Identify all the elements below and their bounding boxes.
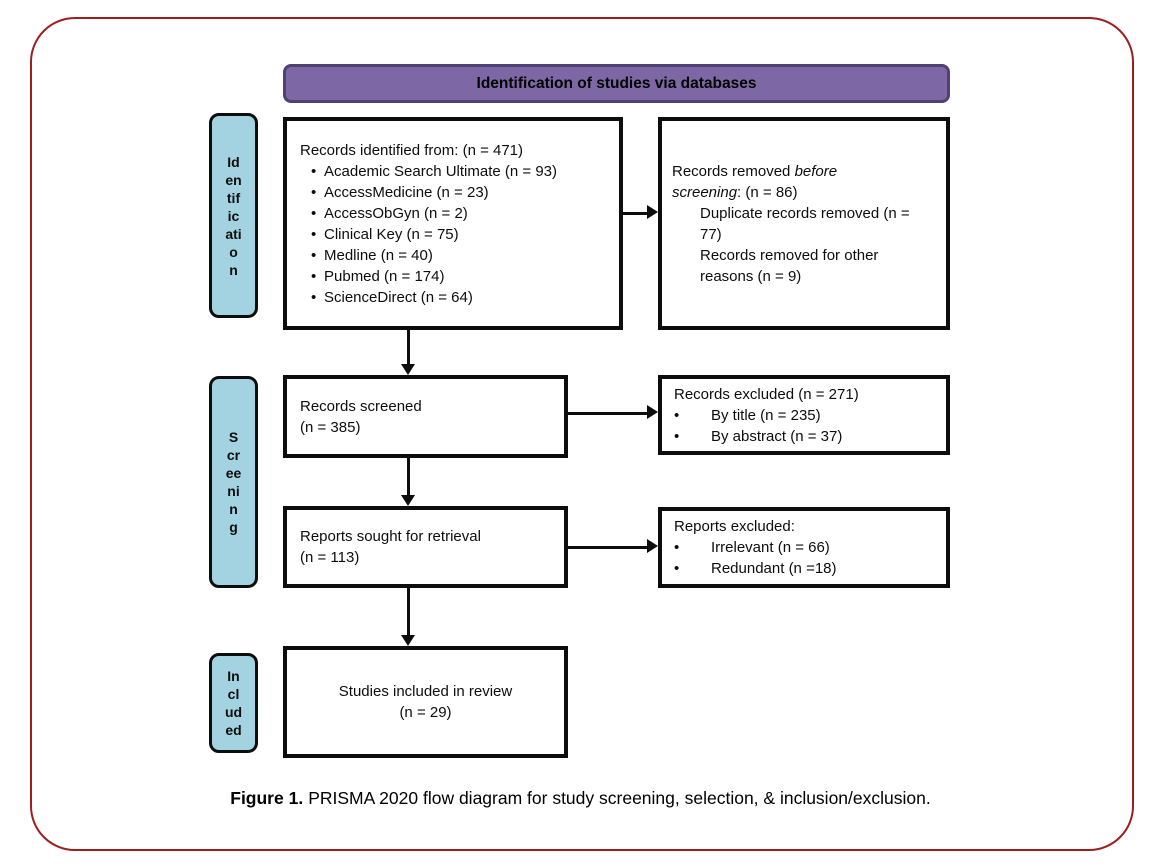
database-source-item: AccessMedicine (n = 23) xyxy=(300,182,557,203)
stage-letter-group: o xyxy=(229,243,238,260)
stage-label-included: In cl ud ed xyxy=(209,653,258,753)
box-title: Records identified from: (n = 471) xyxy=(300,141,524,159)
database-source-item: Medline (n = 40) xyxy=(300,245,557,266)
arrow-sought-to-reports-excluded-line xyxy=(568,546,648,549)
box-title: Records excluded (n = 271) xyxy=(674,385,859,403)
box-title: Reports excluded: xyxy=(674,518,795,535)
exclusion-reason-item: By abstract (n = 37) xyxy=(674,426,842,447)
box-text-line: (n = 29) xyxy=(399,704,452,721)
stage-letter-group: tif xyxy=(226,189,241,206)
database-source-item: Academic Search Ultimate (n = 93) xyxy=(300,161,557,182)
stage-letter-group: cr xyxy=(226,447,241,463)
box-studies-included-in-review: Studies included in review (n = 29) xyxy=(283,646,568,758)
box-text-line: (n = 385) xyxy=(300,418,361,436)
stage-letter-group: n xyxy=(229,261,238,278)
database-source-item: ScienceDirect (n = 64) xyxy=(300,287,557,308)
arrow-screened-to-excluded-head-icon xyxy=(647,405,658,419)
box-title: Records removed before screening: (n = 8… xyxy=(672,161,878,203)
box-records-identified: Records identified from: (n = 471) Acade… xyxy=(283,117,623,330)
box-text-line: Records screened xyxy=(300,397,422,415)
database-source-item: Clinical Key (n = 75) xyxy=(300,224,557,245)
database-source-item: AccessObGyn (n = 2) xyxy=(300,203,557,224)
removal-reason-list: Duplicate records removed (n = 77)Record… xyxy=(700,203,932,287)
exclusion-reason-item: By title (n = 235) xyxy=(674,405,842,426)
title-italic: before screening xyxy=(672,162,838,201)
removal-reason-item: Records removed for other reasons (n = 9… xyxy=(700,246,879,285)
arrow-sought-to-reports-excluded-head-icon xyxy=(647,539,658,553)
box-text-line: Studies included in review xyxy=(338,683,513,700)
box-reports-excluded: Reports excluded: Irrelevant (n = 66)Red… xyxy=(658,507,950,588)
arrow-screened-to-sought-head-icon xyxy=(401,495,415,506)
stage-letter-group: n xyxy=(229,501,238,517)
title-prefix: Records removed xyxy=(672,162,795,180)
stage-letter-group: g xyxy=(229,519,238,535)
exclusion-reason-item: Redundant (n =18) xyxy=(674,558,837,579)
box-records-excluded: Records excluded (n = 271) By title (n =… xyxy=(658,375,950,455)
box-records-removed-before-screening: Records removed before screening: (n = 8… xyxy=(658,117,950,330)
figure-frame-border xyxy=(30,17,1134,851)
box-text-line: Reports sought for retrieval xyxy=(300,528,481,545)
exclusion-reason-item: Irrelevant (n = 66) xyxy=(674,537,837,558)
stage-letter-group: ic xyxy=(227,207,240,224)
caption-prefix: Figure 1. xyxy=(230,788,304,808)
arrow-identified-to-removed-line xyxy=(623,212,648,215)
figure-caption: Figure 1.PRISMA 2020 flow diagram for st… xyxy=(0,788,1161,809)
arrow-screened-to-sought-line xyxy=(407,458,410,496)
exclusion-reason-list: Irrelevant (n = 66)Redundant (n =18) xyxy=(674,537,837,579)
stage-letter-group: ati xyxy=(225,225,242,242)
arrow-sought-to-included-line xyxy=(407,588,410,636)
box-text-line: (n = 113) xyxy=(300,549,360,566)
exclusion-reason-list: By title (n = 235)By abstract (n = 37) xyxy=(674,405,842,447)
database-source-item: Pubmed (n = 174) xyxy=(300,266,557,287)
arrow-identified-to-screened-head-icon xyxy=(401,364,415,375)
arrow-identified-to-removed-head-icon xyxy=(647,205,658,219)
stage-letter-group: ud xyxy=(224,704,243,720)
stage-letter-group: In xyxy=(227,668,240,684)
stage-letter-group: S xyxy=(228,429,239,445)
banner-label: Identification of studies via databases xyxy=(476,74,757,92)
caption-text: PRISMA 2020 flow diagram for study scree… xyxy=(308,788,931,808)
removal-reason-item: Duplicate records removed (n = 77) xyxy=(700,204,910,243)
database-source-list: Academic Search Ultimate (n = 93)AccessM… xyxy=(300,161,557,308)
arrow-screened-to-excluded-line xyxy=(568,412,648,415)
stage-letter-group: Id xyxy=(227,153,240,170)
stage-letter-group: ni xyxy=(227,483,240,499)
stage-letter-group: ee xyxy=(225,465,242,481)
stage-letter-group: ed xyxy=(225,722,242,738)
arrow-sought-to-included-head-icon xyxy=(401,635,415,646)
stage-letter-group: cl xyxy=(227,686,240,702)
box-reports-sought-for-retrieval: Reports sought for retrieval (n = 113) xyxy=(283,506,568,588)
arrow-identified-to-screened-line xyxy=(407,330,410,365)
stage-letter-group: en xyxy=(225,171,242,188)
diagram-banner: Identification of studies via databases xyxy=(283,64,950,103)
box-records-screened: Records screened (n = 385) xyxy=(283,375,568,458)
title-suffix: : (n = 86) xyxy=(737,183,798,201)
